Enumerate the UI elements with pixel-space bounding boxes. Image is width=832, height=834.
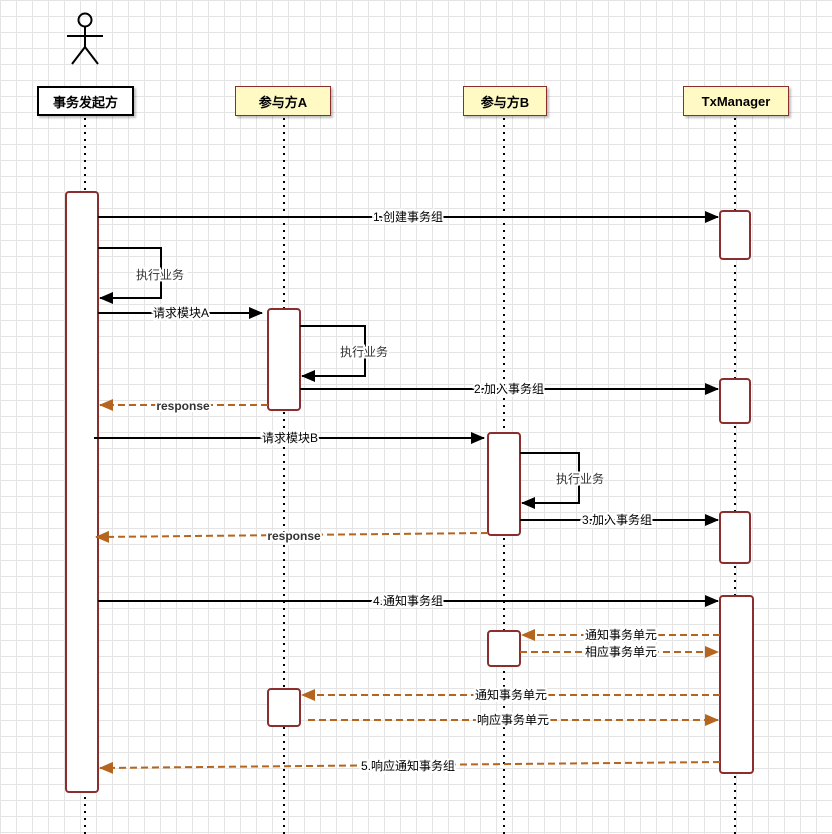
activation-initiator: [65, 191, 99, 793]
participant-b: 参与方B: [463, 86, 547, 116]
message-notify-unit-b-label: 通知事务单元: [585, 627, 657, 642]
activations: [65, 191, 754, 793]
participant-txmanager: TxManager: [683, 86, 789, 116]
activation-txmanager-4: [719, 595, 754, 774]
message-response-a-label: response: [156, 399, 210, 413]
message-respond-unit-a-label: 响应事务单元: [477, 712, 549, 727]
activation-b-2: [487, 630, 521, 667]
self-exec-initiator-label: 执行业务: [136, 267, 184, 282]
message-join-group-b-label: 3.加入事务组: [582, 512, 652, 527]
message-request-a-label: 请求模块A: [153, 306, 209, 320]
message-notify-unit-a-label: 通知事务单元: [475, 687, 547, 702]
message-respond-unit-b-label: 相应事务单元: [585, 644, 657, 659]
message-respond-notify-group: [99, 761, 721, 774]
lifelines: [84, 118, 736, 834]
activation-b-1: [487, 432, 521, 536]
activation-txmanager-1: [719, 210, 751, 260]
participant-a: 参与方A: [235, 86, 331, 116]
activation-txmanager-3: [719, 511, 751, 564]
message-notify-group-label: 4.通知事务组: [373, 593, 443, 608]
message-request-b-label: 请求模块B: [262, 431, 318, 445]
message-respond-notify-group-label: 5.响应通知事务组: [361, 758, 455, 773]
message-join-group-a-label: 2.加入事务组: [474, 381, 544, 396]
self-exec-initiator: [98, 247, 162, 304]
message-response-b-label: response: [267, 529, 321, 543]
activation-a-1: [267, 308, 301, 411]
participant-initiator: 事务发起方: [37, 86, 134, 116]
self-exec-a: [300, 325, 366, 382]
self-exec-b-label: 执行业务: [556, 471, 604, 486]
message-create-group-label: 1.创建事务组: [373, 209, 443, 224]
self-exec-b: [520, 452, 580, 509]
activation-a-2: [267, 688, 301, 727]
activation-txmanager-2: [719, 378, 751, 424]
self-exec-a-label: 执行业务: [340, 344, 388, 359]
